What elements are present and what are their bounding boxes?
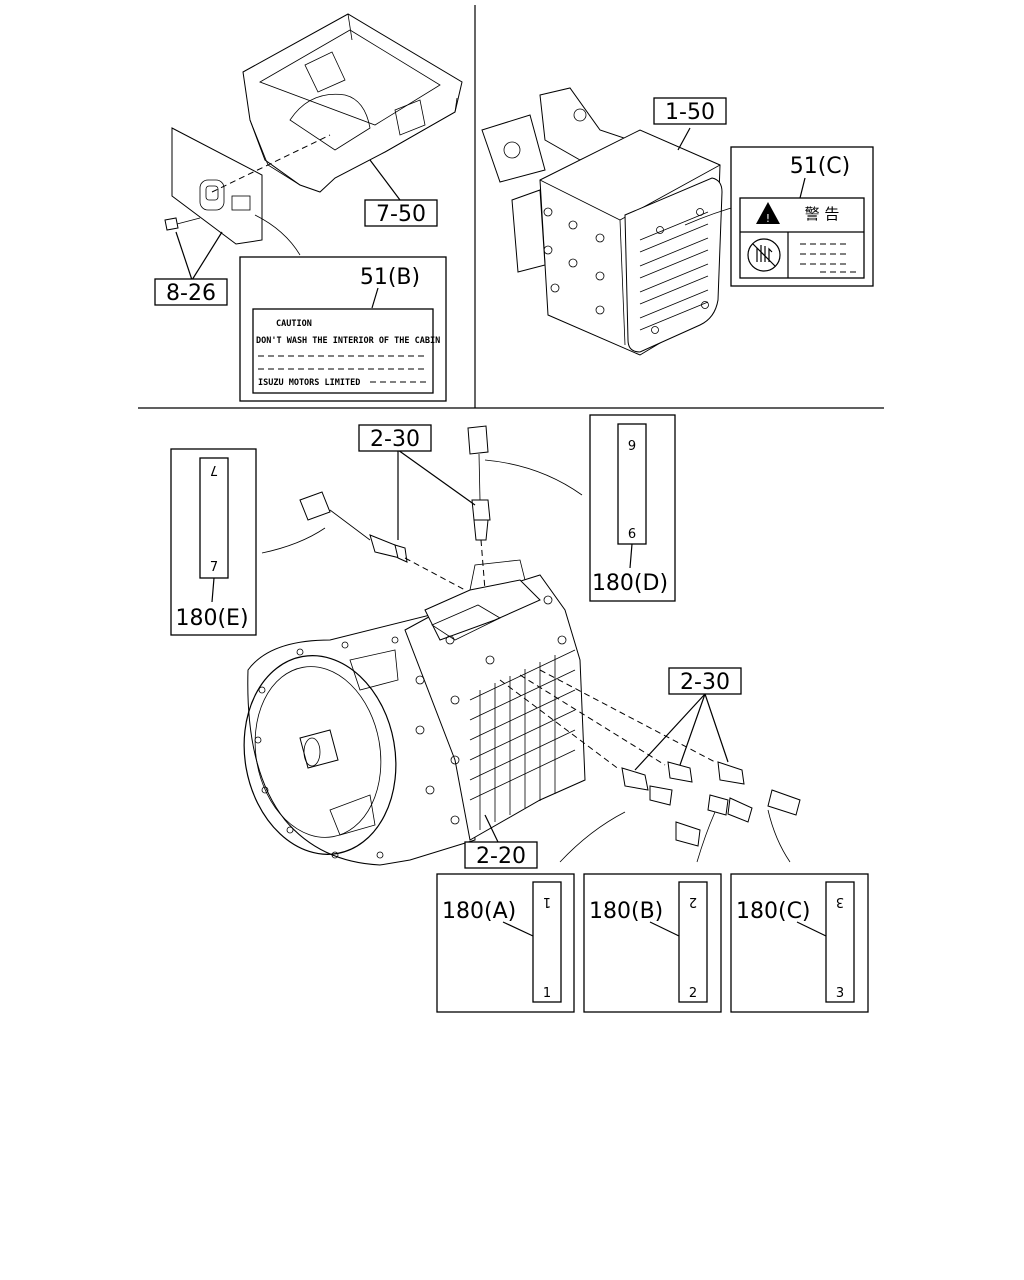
svg-text:2-30: 2-30 <box>370 427 420 452</box>
svg-text:7: 7 <box>210 462 218 477</box>
svg-text:1-50: 1-50 <box>665 100 715 125</box>
warning-label-c: 51(C) ! 警 告 <box>730 146 874 287</box>
warning-triangle-icon: ! <box>756 202 780 225</box>
transmission-ref-callout: 2-20 <box>464 841 538 869</box>
svg-text:180(B): 180(B) <box>589 899 663 924</box>
label-b-ref: 51(B) <box>360 265 420 290</box>
svg-text:3: 3 <box>836 894 844 909</box>
svg-text:180(D): 180(D) <box>592 571 668 596</box>
svg-text:1: 1 <box>543 986 551 1001</box>
label-c-ref: 51(C) <box>790 154 851 179</box>
tag-label-180a: 1 1 180(A) <box>436 873 575 1013</box>
svg-text:180(C): 180(C) <box>736 899 811 924</box>
cab-floor-frame-drawing <box>164 13 463 281</box>
tank-assembly-drawing <box>481 87 743 356</box>
no-hand-icon <box>747 238 781 272</box>
bolt-ref-callout: 8-26 <box>154 278 228 306</box>
tag-label-180d: 6 6 180(D) <box>589 414 676 602</box>
svg-text:2-20: 2-20 <box>476 844 526 869</box>
caution-label-b: 51(B) CAUTION DON'T WASH THE INTERIOR OF… <box>239 256 447 402</box>
svg-text:7-50: 7-50 <box>376 202 426 227</box>
svg-text:2: 2 <box>689 986 697 1001</box>
svg-text:1: 1 <box>543 894 551 909</box>
sensor-ref-callout-top: 2-30 <box>358 424 432 452</box>
tank-ref-callout: 1-50 <box>653 97 727 125</box>
frame-ref-callout: 7-50 <box>364 199 438 227</box>
svg-text:2-30: 2-30 <box>680 670 730 695</box>
svg-text:180(E): 180(E) <box>175 606 248 631</box>
tag-label-180b: 2 2 180(B) <box>583 873 722 1013</box>
label-b-line1: DON'T WASH THE INTERIOR OF THE CABIN <box>256 336 440 346</box>
section-dividers <box>138 5 884 409</box>
svg-text:180(A): 180(A) <box>442 899 516 924</box>
svg-text:6: 6 <box>628 436 636 451</box>
svg-text:3: 3 <box>836 986 844 1001</box>
svg-text:!: ! <box>766 212 770 225</box>
tag-label-180e: 7 7 180(E) <box>170 448 257 636</box>
label-b-maker: ISUZU MOTORS LIMITED <box>258 378 360 388</box>
svg-text:8-26: 8-26 <box>166 281 216 306</box>
svg-text:6: 6 <box>628 527 636 542</box>
svg-text:2: 2 <box>689 894 697 909</box>
label-b-heading: CAUTION <box>276 319 312 329</box>
label-c-warning-text: 警 告 <box>805 205 840 223</box>
transmission-drawing <box>243 425 801 866</box>
sensor-ref-callout-right: 2-30 <box>668 667 742 695</box>
tag-label-180c: 3 3 180(C) <box>730 873 869 1013</box>
svg-text:7: 7 <box>210 560 218 575</box>
